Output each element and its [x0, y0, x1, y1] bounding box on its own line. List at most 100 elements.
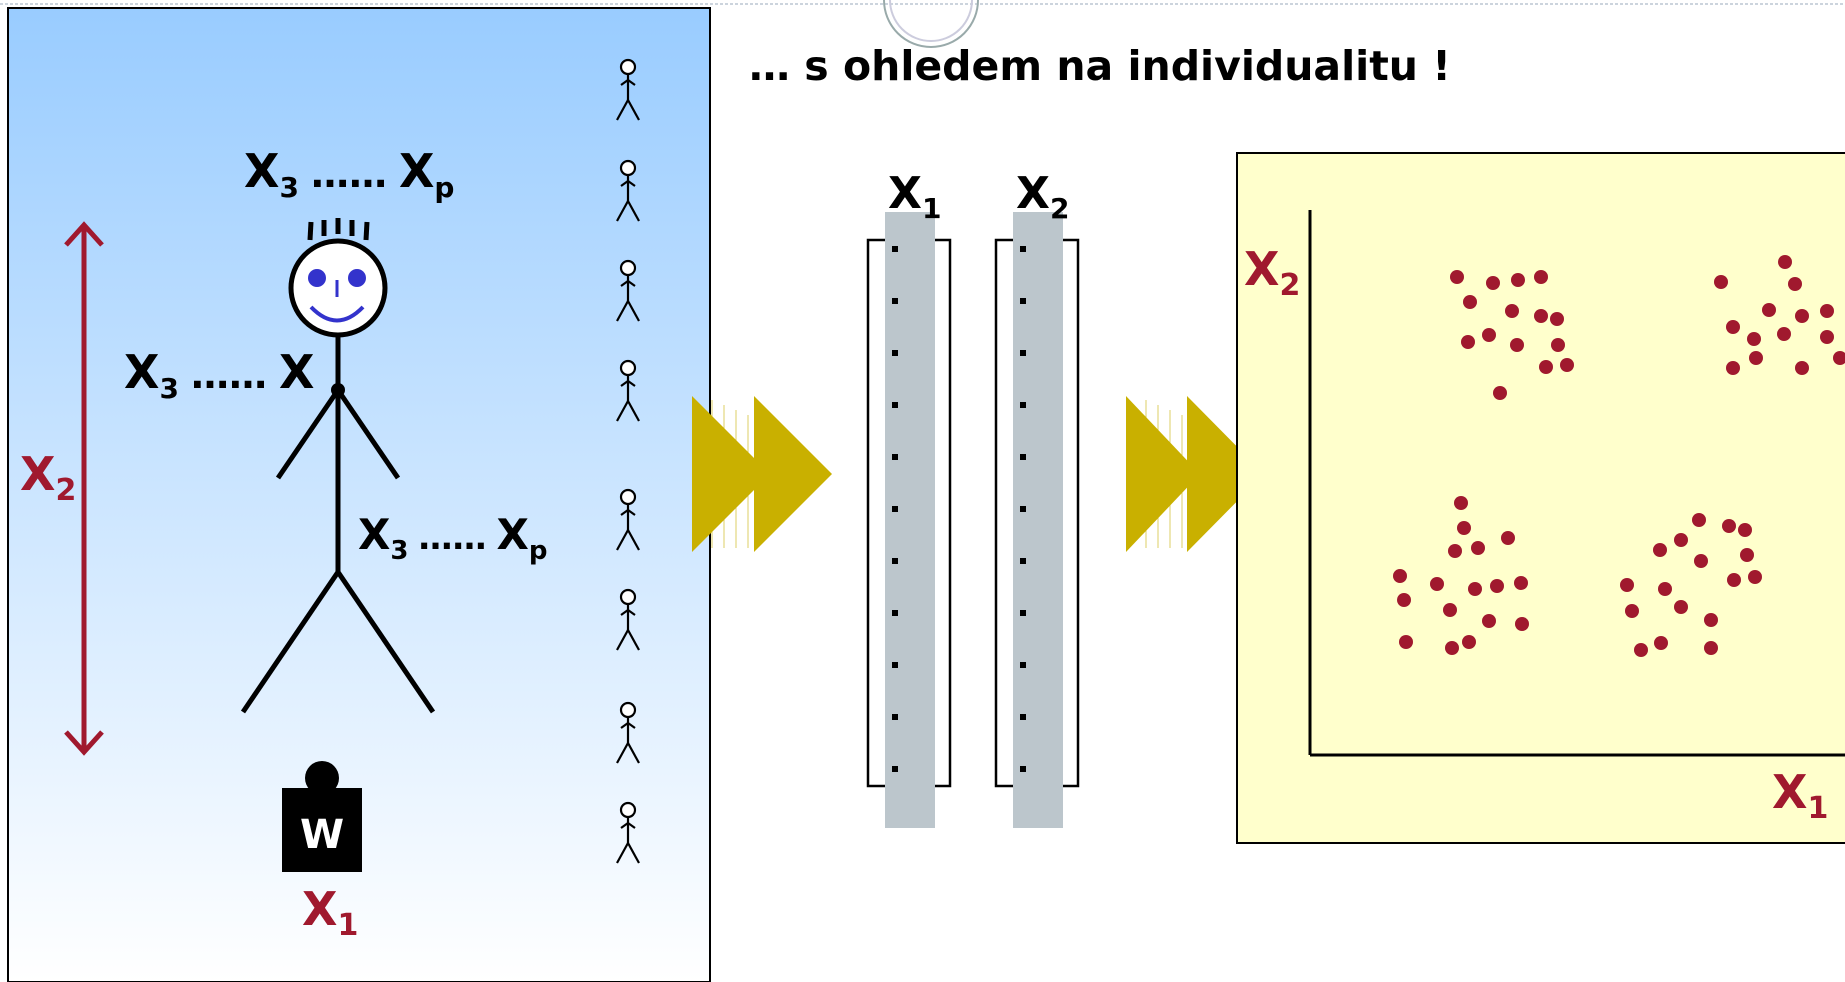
scatter-point: [1714, 275, 1728, 289]
column-dot: [892, 766, 898, 772]
scatter-point: [1722, 519, 1736, 533]
svg-text:W: W: [300, 812, 344, 858]
scatter-point: [1471, 541, 1485, 555]
smiley-face-icon: [288, 238, 388, 397]
scatter-point: [1393, 569, 1407, 583]
column-dot: [1020, 298, 1026, 304]
scatter-point: [1560, 358, 1574, 372]
column-dot: [1020, 714, 1026, 720]
column-dot: [892, 246, 898, 252]
column-dot: [892, 506, 898, 512]
column-dot: [892, 402, 898, 408]
scatter-ylabel: X2: [1244, 242, 1300, 303]
head-variables: X3……Xp: [244, 144, 454, 204]
scatter-panel: [1236, 152, 1845, 844]
scatter-point: [1658, 582, 1672, 596]
column-dot: [1020, 558, 1026, 564]
scatter-point: [1820, 330, 1834, 344]
column-dot: [1020, 402, 1026, 408]
scatter-point: [1501, 531, 1515, 545]
column-dot: [892, 662, 898, 668]
scatter-point: [1539, 360, 1553, 374]
scatter-point: [1654, 636, 1668, 650]
column-dot: [1020, 350, 1026, 356]
scatter-point: [1511, 273, 1525, 287]
scatter-point: [1795, 309, 1809, 323]
scatter-point: [1704, 613, 1718, 627]
scatter-point: [1762, 303, 1776, 317]
scatter-axes: [1308, 210, 1845, 757]
scatter-point: [1463, 295, 1477, 309]
column-dot: [1020, 610, 1026, 616]
double-arrow-icon: [1126, 396, 1264, 552]
scatter-point: [1490, 579, 1504, 593]
scatter-point: [1462, 635, 1476, 649]
scatter-point: [1634, 643, 1648, 657]
scatter-point: [1726, 320, 1740, 334]
scatter-point: [1461, 335, 1475, 349]
scatter-point: [1482, 328, 1496, 342]
scatter-point: [1726, 361, 1740, 375]
column-dot: [1020, 766, 1026, 772]
scatter-point: [1505, 304, 1519, 318]
column-dot: [1020, 506, 1026, 512]
column-dot: [1020, 246, 1026, 252]
weight-icon: W: [282, 761, 362, 872]
scatter-point: [1749, 351, 1763, 365]
scatter-point: [1445, 641, 1459, 655]
body-variables: X3……Xp: [358, 510, 548, 566]
scatter-point: [1747, 332, 1761, 346]
scatter-xlabel: X1: [1772, 765, 1828, 826]
column-dot: [892, 298, 898, 304]
scatter-point: [1482, 614, 1496, 628]
column-dot: [892, 454, 898, 460]
scatter-point: [1515, 617, 1529, 631]
scatter-point: [1777, 327, 1791, 341]
stick-figure-icon: [240, 218, 436, 714]
column-x2-label: X2: [1016, 168, 1069, 225]
height-label: X2: [20, 447, 76, 508]
scatter-point: [1625, 604, 1639, 618]
scatter-point: [1727, 573, 1741, 587]
scatter-point: [1514, 576, 1528, 590]
column-dot: [892, 558, 898, 564]
scatter-point: [1551, 338, 1565, 352]
scatter-points: [1393, 255, 1845, 657]
scatter-point: [1397, 593, 1411, 607]
scatter-point: [1493, 386, 1507, 400]
scatter-point: [1740, 548, 1754, 562]
double-arrow-icon: [692, 396, 832, 552]
scatter-point: [1454, 496, 1468, 510]
decor-circle: [883, 0, 979, 48]
column-dot: [892, 714, 898, 720]
slide-title: … s ohledem na individualitu !: [749, 42, 1451, 90]
scatter-point: [1788, 277, 1802, 291]
scatter-point: [1833, 351, 1845, 365]
scatter-point: [1534, 270, 1548, 284]
height-arrow: [64, 221, 104, 756]
scatter-point: [1468, 582, 1482, 596]
scatter-point: [1653, 543, 1667, 557]
data-column-x1: [866, 212, 952, 828]
column-dot: [892, 350, 898, 356]
scatter-point: [1550, 312, 1564, 326]
scatter-point: [1448, 544, 1462, 558]
arm-variables: X3……X: [124, 345, 314, 405]
data-column-x2: [994, 212, 1080, 828]
weight-label: X1: [302, 882, 358, 943]
scatter-point: [1620, 578, 1634, 592]
scatter-point: [1738, 523, 1752, 537]
scatter-point: [1430, 577, 1444, 591]
scatter-point: [1778, 255, 1792, 269]
scatter-point: [1694, 554, 1708, 568]
column-dot: [892, 610, 898, 616]
scatter-point: [1674, 600, 1688, 614]
scatter-point: [1820, 304, 1834, 318]
scatter-point: [1748, 570, 1762, 584]
column-x1-label: X1: [888, 168, 941, 225]
column-dot: [1020, 454, 1026, 460]
column-dot: [1020, 662, 1026, 668]
scatter-point: [1399, 635, 1413, 649]
scatter-point: [1674, 533, 1688, 547]
